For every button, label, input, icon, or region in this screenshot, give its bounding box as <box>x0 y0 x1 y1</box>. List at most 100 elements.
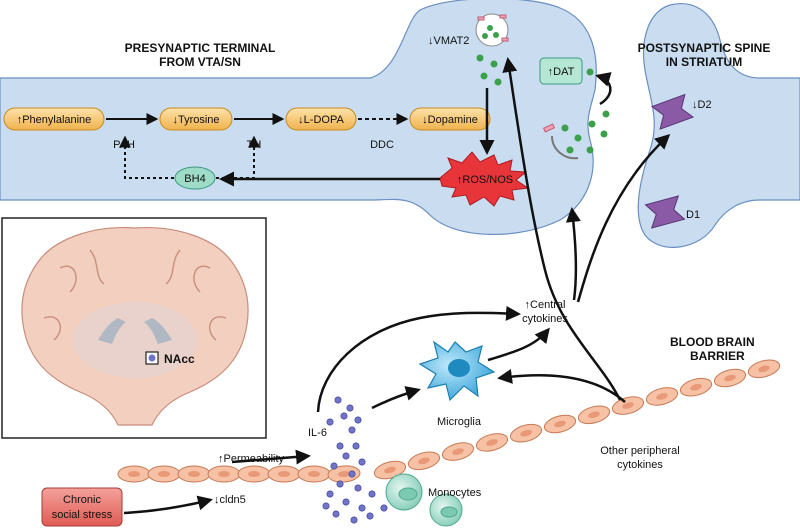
d2-label: ↓D2 <box>692 99 712 111</box>
il6-dot <box>326 490 334 498</box>
il6-dot <box>350 516 358 524</box>
central-to-presynaptic-arrow <box>565 207 581 301</box>
il6-dot <box>326 418 334 426</box>
reuptake-arrow <box>595 72 612 106</box>
il6-dot <box>368 490 376 498</box>
bbb-title: BLOOD BRAIN <box>670 335 755 349</box>
postsynaptic-spine <box>637 3 800 248</box>
vmat2-transporter <box>477 16 485 21</box>
ldopa-label: ↓L-DOPA <box>298 114 344 126</box>
endothelial-nucleus <box>218 471 230 477</box>
brain-coronal-section <box>21 226 249 426</box>
bbb-subtitle: BARRIER <box>690 349 745 363</box>
endothelial-nucleus <box>248 471 260 477</box>
il6-dot <box>380 504 388 512</box>
tyrosine-node: ↓Tyrosine <box>159 107 233 131</box>
phenylalanine-node: ↑Phenylalanine <box>3 107 105 131</box>
ldopa-node: ↓L-DOPA <box>285 107 357 131</box>
d1-receptor <box>644 195 686 229</box>
endothelial-nucleus <box>588 411 600 419</box>
dopamine-dot <box>586 68 594 76</box>
il6-dot <box>348 426 356 434</box>
ddc-label: DDC <box>370 139 394 151</box>
peripheral-to-vmat2-arrow <box>502 57 622 401</box>
il6-dot <box>342 452 350 460</box>
phenylalanine-label: ↑Phenylalanine <box>17 114 92 126</box>
permeability-label: ↑Permeability <box>218 453 285 465</box>
dopamine-dot <box>494 78 502 86</box>
endothelial-chain <box>117 359 781 483</box>
endothelial-nucleus <box>128 471 140 477</box>
endothelial-nucleus <box>554 420 566 428</box>
dopamine-dot <box>480 72 488 80</box>
vmat2-vesicle <box>475 13 509 47</box>
release-transporter <box>542 123 556 133</box>
permeability-arrow <box>231 449 311 465</box>
dopamine-dot <box>600 130 608 138</box>
cldn5-label: ↓cldn5 <box>214 494 246 506</box>
chronic-stress-box: Chronic social stress <box>41 487 123 527</box>
il6-to-microglia-arrow <box>371 386 421 410</box>
nacc-marker-dot <box>148 354 156 362</box>
il6-dot <box>354 416 362 424</box>
il6-dot <box>330 462 338 470</box>
ros-nos-label: ↑ROS/NOS <box>457 174 513 186</box>
central-cytokines-label: ↑Central <box>525 299 566 311</box>
endothelial-nucleus <box>758 365 770 373</box>
postsynaptic-subtitle: IN STRIATUM <box>666 55 742 69</box>
il6-dot <box>342 498 350 506</box>
il6-dot <box>322 502 330 510</box>
dopamine-dot <box>476 54 484 62</box>
tyrosine-label: ↓Tyrosine <box>172 114 219 126</box>
bh4-label: BH4 <box>184 173 205 185</box>
endothelial-nucleus <box>338 470 350 478</box>
vmat2-label: ↓VMAT2 <box>428 35 469 47</box>
presynaptic-subtitle: FROM VTA/SN <box>159 55 241 69</box>
il6-dot <box>332 510 340 518</box>
release-site <box>551 135 579 160</box>
vmat2-transporter <box>499 14 507 19</box>
monocyte-cell <box>385 473 423 511</box>
il6-dot <box>336 442 344 450</box>
endothelial-nucleus <box>418 457 430 465</box>
endothelial-nucleus <box>486 439 498 446</box>
il6-label: IL-6 <box>308 427 327 439</box>
microglia-label: Microglia <box>437 416 482 428</box>
peripheral-cytokines-label-2: cytokines <box>617 459 663 471</box>
endothelial-nucleus <box>656 393 668 400</box>
dopamine-dot <box>566 146 574 154</box>
dopamine-dot <box>561 124 569 132</box>
endothelial-nucleus <box>278 471 290 477</box>
vmat2-transporter <box>501 37 509 42</box>
dopamine-dot <box>602 110 610 118</box>
peripheral-cytokines-label: Other peripheral <box>600 445 680 457</box>
peripheral-to-microglia-arrow <box>497 368 626 403</box>
stress-label-2: social stress <box>52 509 113 521</box>
ros-nos-node: ↑ROS/NOS <box>439 151 530 207</box>
dopamine-dot <box>490 60 498 68</box>
dopamine-dot <box>586 146 594 154</box>
il6-dot <box>348 470 356 478</box>
dopamine-dot <box>588 120 596 128</box>
il6-dot <box>358 504 366 512</box>
dopamine-dot <box>574 134 582 142</box>
dopamine-label: ↓Dopamine <box>422 114 478 126</box>
lateral-ventricle <box>98 318 126 344</box>
endothelial-nucleus <box>308 471 320 477</box>
dopamine-vesicle-dot <box>482 33 488 39</box>
microglia-to-central-arrow <box>487 327 550 362</box>
lateral-ventricle <box>144 318 172 344</box>
il6-dot <box>336 480 344 488</box>
il6-dot <box>366 512 374 520</box>
il6-dots <box>322 396 388 524</box>
dopamine-vesicle-dot <box>493 32 499 38</box>
central-cytokines-label-2: cytokines <box>522 313 568 325</box>
monocyte-cell <box>429 493 463 527</box>
endothelial-nucleus <box>724 374 736 382</box>
endothelial-nucleus <box>158 471 170 477</box>
il6-dot <box>358 458 366 466</box>
endothelial-nucleus <box>520 429 532 437</box>
endothelial-nucleus <box>622 402 634 409</box>
